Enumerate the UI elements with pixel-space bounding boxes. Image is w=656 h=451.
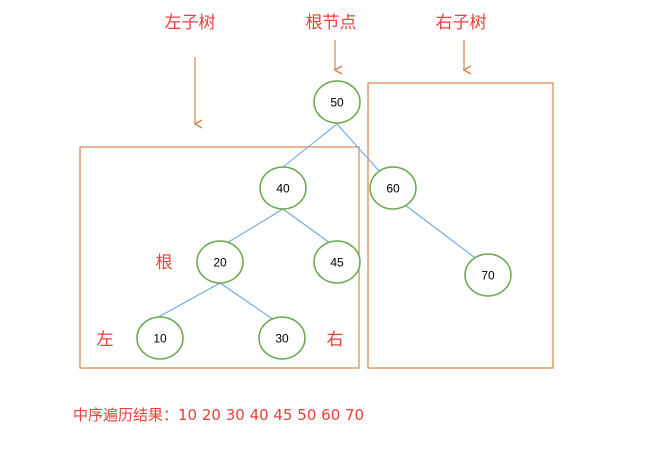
- tree-node: 30: [258, 316, 306, 360]
- edge-50-40: [282, 123, 338, 168]
- node-label: 60: [386, 182, 400, 196]
- edge-60-70: [404, 204, 479, 261]
- tree-node: 70: [464, 253, 512, 297]
- edge-20-30: [219, 282, 278, 323]
- right-subtree-box: [367, 82, 554, 369]
- node-label: 10: [153, 332, 167, 346]
- node-label: 20: [213, 256, 227, 270]
- root-position-label: 根: [156, 253, 173, 273]
- edge-40-45: [282, 208, 331, 244]
- left-subtree-label: 左子树: [165, 13, 216, 33]
- node-label: 45: [330, 256, 344, 270]
- right-position-label: 右: [327, 330, 344, 350]
- traversal-result-label: 中序遍历结果：: [73, 406, 178, 424]
- tree-edges: [152, 123, 479, 323]
- tree-node: 40: [259, 166, 307, 210]
- tree-node: 20: [196, 240, 244, 284]
- traversal-result: 中序遍历结果：10 20 30 40 45 50 60 70: [73, 406, 364, 424]
- tree-node: 60: [369, 166, 417, 210]
- right-subtree-label: 右子树: [436, 13, 487, 33]
- node-label: 40: [276, 182, 290, 196]
- edge-20-10: [152, 282, 221, 321]
- node-label: 50: [330, 96, 344, 110]
- tree-node: 10: [136, 316, 184, 360]
- edge-50-60: [336, 123, 381, 173]
- edge-40-20: [221, 208, 284, 247]
- traversal-result-sequence: 10 20 30 40 45 50 60 70: [178, 406, 364, 424]
- node-label: 30: [275, 332, 289, 346]
- left-position-label: 左: [97, 330, 114, 350]
- tree-node: 50: [313, 80, 361, 124]
- tree-node: 45: [313, 240, 361, 284]
- node-label: 70: [481, 269, 495, 283]
- root-node-label: 根节点: [306, 13, 357, 33]
